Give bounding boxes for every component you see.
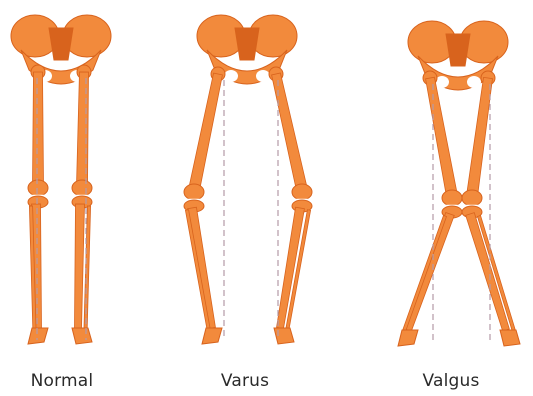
left-femur	[426, 77, 458, 197]
left-femur	[33, 72, 44, 186]
right-knee-condyle	[292, 184, 312, 200]
right-femur	[272, 73, 308, 191]
right-foot	[274, 328, 294, 344]
right-knee-condyle	[462, 190, 482, 206]
left-foot	[28, 328, 48, 344]
figure-valgus	[398, 21, 520, 346]
right-femur	[467, 77, 493, 196]
left-foot	[398, 330, 418, 346]
label-normal: Normal	[2, 371, 122, 391]
right-knee-condyle	[72, 180, 92, 196]
right-foot	[500, 330, 520, 346]
left-knee-condyle	[184, 184, 204, 200]
label-varus: Varus	[185, 371, 305, 391]
figure-varus	[183, 15, 313, 344]
right-obturator	[256, 70, 270, 82]
label-valgus: Valgus	[391, 371, 511, 391]
right-foot	[72, 328, 92, 344]
left-obturator	[224, 70, 238, 82]
sacrum	[49, 28, 73, 60]
right-tibia	[466, 213, 510, 331]
right-femur	[77, 72, 89, 186]
right-obturator	[467, 76, 481, 88]
sacrum	[235, 28, 259, 60]
left-foot	[202, 328, 222, 344]
left-knee-condyle	[442, 190, 462, 206]
right-tibia	[75, 204, 85, 328]
sacrum	[446, 34, 470, 66]
left-femur	[189, 73, 223, 191]
left-knee-condyle	[28, 180, 48, 196]
left-fibula	[403, 215, 447, 330]
figure-normal	[11, 15, 111, 344]
right-fibula	[477, 216, 515, 331]
right-fibula	[84, 206, 91, 328]
